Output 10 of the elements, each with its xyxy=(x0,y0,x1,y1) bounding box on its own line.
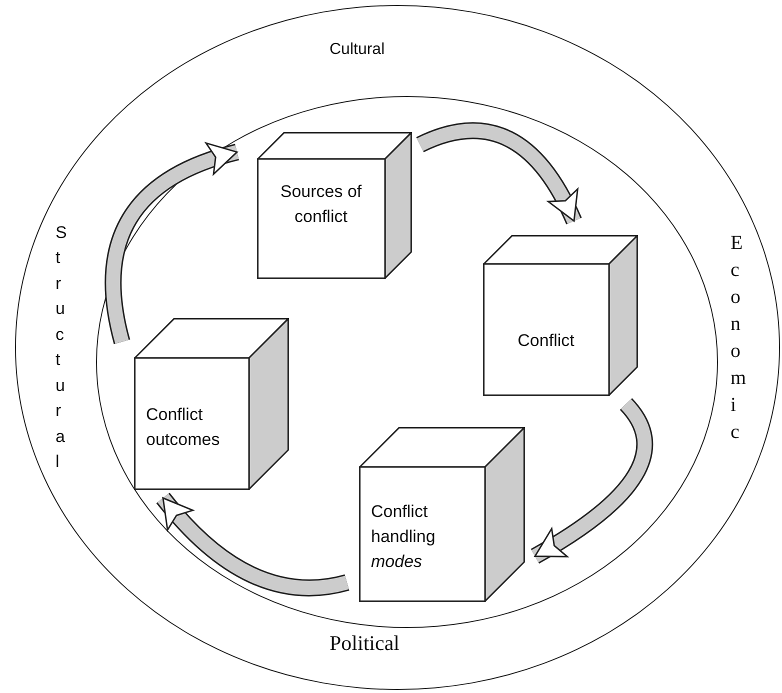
inner-ellipse xyxy=(96,96,718,628)
box-label: Conflict handling modes xyxy=(371,501,436,573)
ring-label: Cultural xyxy=(330,40,385,60)
outer-ellipse xyxy=(15,5,780,690)
ring-label: Political xyxy=(330,630,400,656)
box-label: Conflict outcomes xyxy=(146,404,221,451)
ring-label: Economic xyxy=(730,230,750,444)
box-label: Conflict xyxy=(518,330,574,352)
ring-label: Structural xyxy=(56,222,72,473)
box-label: Sources of conflict xyxy=(279,181,363,228)
